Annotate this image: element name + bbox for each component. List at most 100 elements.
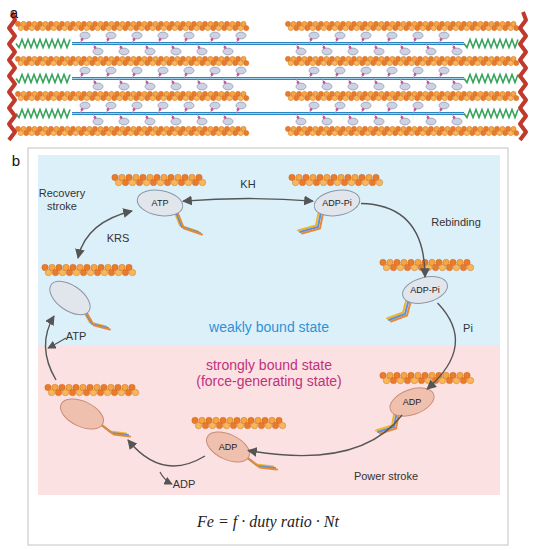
actin-bead: [169, 21, 174, 26]
myosin-head: [335, 32, 345, 39]
myosin-neck: [309, 73, 312, 79]
myosin-neck: [80, 108, 83, 114]
actin-bead: [313, 91, 318, 96]
actin-bead: [24, 25, 29, 30]
actin-bead: [244, 130, 249, 135]
myosin-light-chain: [211, 73, 214, 76]
actin-bead: [59, 56, 64, 61]
myosin-neck: [348, 114, 351, 120]
actin-bead: [420, 130, 425, 135]
panel-letter: a: [10, 6, 18, 19]
actin-bead: [131, 56, 136, 61]
actin-bead: [313, 21, 318, 26]
actin-bead: [382, 60, 387, 65]
step-label: Recovery stroke: [32, 187, 92, 213]
actin-bead: [417, 126, 422, 131]
actin-bead: [456, 56, 461, 61]
actin-bead: [393, 60, 398, 65]
actin-bead: [158, 126, 163, 131]
myosin-neck: [223, 44, 226, 50]
actin-bead: [29, 25, 34, 30]
myosin-neck: [439, 38, 442, 44]
actin-bead: [335, 21, 340, 26]
actin-bead: [235, 126, 240, 131]
actin-bead: [434, 56, 439, 61]
myosin-light-chain: [414, 73, 417, 76]
actin-bead: [508, 130, 513, 135]
myosin-light-chain: [388, 73, 391, 76]
titin-spring: [464, 75, 518, 83]
myosin-neck: [361, 38, 364, 44]
actin-bead: [68, 130, 73, 135]
actin-bead: [21, 21, 26, 26]
actin-bead: [92, 21, 97, 26]
actin-bead: [57, 60, 62, 65]
myosin-light-chain: [198, 46, 201, 49]
actin-bead: [464, 95, 469, 100]
myosin-neck: [236, 38, 239, 44]
actin-bead: [183, 130, 188, 135]
myosin-head: [223, 118, 233, 125]
actin-bead: [338, 130, 343, 135]
myosin-light-chain: [146, 81, 149, 84]
panel-letter: b: [12, 154, 20, 167]
actin-bead: [219, 21, 224, 26]
myosin-neck: [106, 73, 109, 79]
actin-bead: [175, 56, 180, 61]
actin-bead: [73, 130, 78, 135]
myosin-head: [335, 102, 345, 109]
actin-bead: [406, 91, 411, 96]
myosin-neck: [223, 114, 226, 120]
actin-bead: [106, 95, 111, 100]
titin-spring: [464, 40, 518, 48]
myosin-head: [426, 83, 436, 90]
actin-bead: [76, 56, 81, 61]
actin-bead: [92, 56, 97, 61]
myosin-neck: [210, 73, 213, 79]
actin-bead: [109, 21, 114, 26]
actin-bead: [26, 21, 31, 26]
myosin-light-chain: [81, 108, 84, 111]
actin-bead: [472, 91, 477, 96]
actin-bead: [131, 21, 136, 26]
actin-bead: [103, 56, 108, 61]
rate-constant: KRS: [107, 232, 130, 245]
actin-bead: [73, 25, 78, 30]
actin-bead: [26, 126, 31, 131]
actin-bead: [224, 91, 229, 96]
actin-bead: [186, 91, 191, 96]
actin-bead: [183, 25, 188, 30]
actin-bead: [79, 25, 84, 30]
actin-bead: [448, 95, 453, 100]
actin-bead: [481, 95, 486, 100]
actin-bead: [417, 56, 422, 61]
actin-bead: [79, 130, 84, 135]
actin-bead: [178, 25, 183, 30]
myosin-neck: [171, 79, 174, 85]
actin-bead: [346, 56, 351, 61]
myosin-light-chain: [81, 38, 84, 41]
actin-bead: [478, 91, 483, 96]
actin-bead: [439, 21, 444, 26]
actin-bead: [387, 95, 392, 100]
actin-bead: [456, 21, 461, 26]
actin-bead: [227, 95, 232, 100]
actin-bead: [500, 21, 505, 26]
actin-bead: [26, 56, 31, 61]
actin-bead: [90, 60, 95, 65]
actin-bead: [475, 25, 480, 30]
actin-bead: [354, 130, 359, 135]
actin-bead: [404, 60, 409, 65]
myosin-light-chain: [362, 73, 365, 76]
actin-bead: [90, 95, 95, 100]
myosin-neck: [387, 108, 390, 114]
actin-bead: [459, 95, 464, 100]
actin-bead: [156, 95, 161, 100]
actin-bead: [189, 60, 194, 65]
actin-bead: [213, 21, 218, 26]
actin-bead: [76, 21, 81, 26]
myosin-head: [106, 67, 116, 74]
myosin-light-chain: [94, 116, 97, 119]
actin-bead: [172, 25, 177, 30]
myosin-light-chain: [388, 38, 391, 41]
